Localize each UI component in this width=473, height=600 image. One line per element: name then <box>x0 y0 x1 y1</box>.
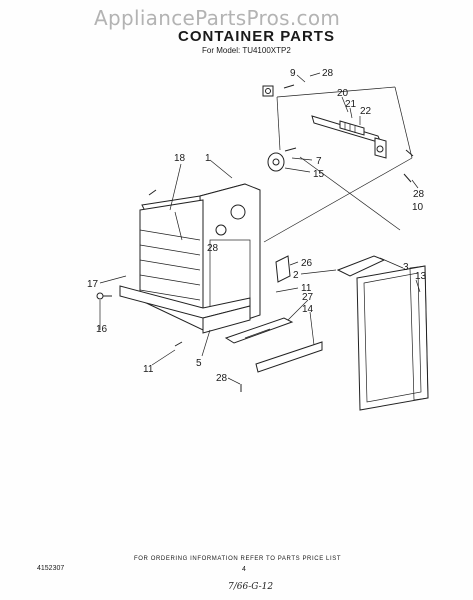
callout-28: 28 <box>413 189 425 200</box>
door-handle <box>275 255 386 283</box>
callout-16: 16 <box>96 324 108 335</box>
latch-cam <box>267 147 297 172</box>
callout-11: 11 <box>143 364 154 375</box>
callout-7: 7 <box>316 156 322 167</box>
callout-9: 9 <box>290 68 296 79</box>
callout-18: 18 <box>174 153 186 164</box>
container-body <box>119 183 261 334</box>
callout-3: 3 <box>403 262 409 273</box>
ordering-note: FOR ORDERING INFORMATION REFER TO PARTS … <box>134 556 342 562</box>
callout-11: 11 <box>301 283 312 294</box>
document-number: 4152307 <box>37 565 65 572</box>
handwritten-note: 7/66-G-12 <box>228 582 274 592</box>
reference-outline <box>263 86 413 243</box>
callout-14: 14 <box>302 304 314 315</box>
callout-13: 13 <box>415 271 427 282</box>
callout-28: 28 <box>322 68 334 79</box>
callout-labels: 9 28 20 21 22 18 1 7 15 28 10 28 3 13 26… <box>87 68 427 384</box>
drawer-parts <box>224 317 323 373</box>
page-title: CONTAINER PARTS <box>178 28 335 45</box>
callout-2: 2 <box>293 270 299 281</box>
screws-right <box>403 149 414 183</box>
screws-left <box>96 189 242 392</box>
callout-20: 20 <box>337 88 349 99</box>
callout-5: 5 <box>196 358 202 369</box>
callout-27: 27 <box>302 292 314 303</box>
callout-28: 28 <box>207 243 219 254</box>
page-number: 4 <box>242 566 246 573</box>
control-bracket <box>311 115 387 159</box>
callout-10: 10 <box>412 202 424 213</box>
callout-26: 26 <box>301 258 313 269</box>
top-clip <box>262 84 295 97</box>
watermark: AppliancePartsPros.com <box>94 6 341 30</box>
callout-1: 1 <box>205 153 211 164</box>
leader-lines <box>99 72 421 385</box>
callout-21: 21 <box>345 99 357 110</box>
callout-15: 15 <box>313 169 325 180</box>
callout-17: 17 <box>87 279 99 290</box>
callout-28: 28 <box>216 373 228 384</box>
callout-22: 22 <box>360 106 372 117</box>
model-line: For Model: TU4100XTP2 <box>202 46 291 55</box>
door-panel <box>356 265 429 411</box>
